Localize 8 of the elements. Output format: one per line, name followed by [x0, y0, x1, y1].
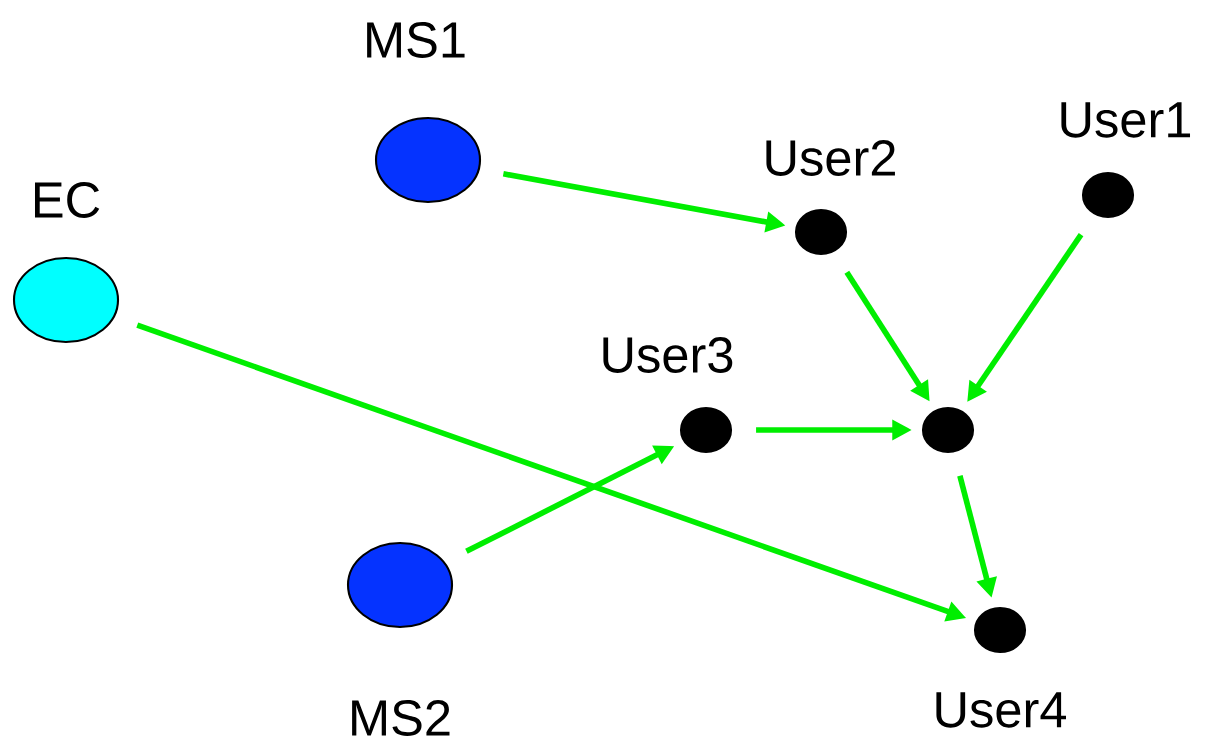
- node-label: MS2: [352, 700, 450, 736]
- junction-dot: [921, 406, 975, 454]
- node-label: MS1: [367, 22, 465, 58]
- node-label: User2: [766, 140, 895, 176]
- node-label: EC: [35, 182, 100, 218]
- node-label: User1: [1061, 102, 1190, 138]
- node-label: User3: [603, 337, 733, 373]
- node-label: User4: [936, 692, 1066, 728]
